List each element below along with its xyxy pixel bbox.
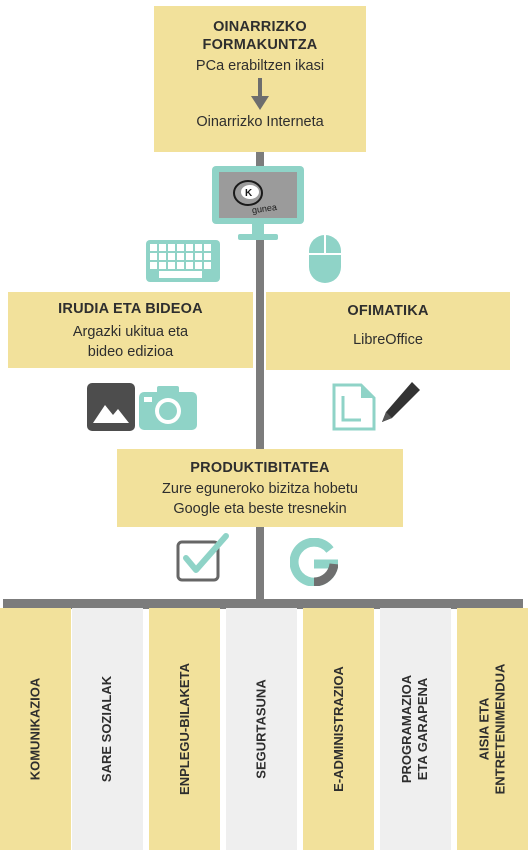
column-1-label: KOMUNIKAZIOA [27, 677, 43, 781]
camera-icon [139, 386, 197, 430]
top-box: OINARRIZKO FORMAKUNTZA PCa erabiltzen ik… [154, 6, 366, 152]
trunk-line [256, 150, 264, 600]
right-box: OFIMATIKA LibreOffice [266, 292, 510, 370]
column-3-label: ENPLEGU-BILAKETA [176, 663, 192, 795]
top-box-item-1: PCa erabiltzen ikasi [195, 58, 325, 74]
mouse-icon [309, 235, 341, 283]
checkbox-icon [176, 533, 229, 582]
libreoffice-icon [332, 383, 376, 431]
logo-text: gunea [251, 202, 277, 215]
column-7-label: AISIA ETA [476, 697, 492, 761]
top-box-item-2: Oinarrizko Interneta [196, 114, 324, 130]
svg-text:K: K [245, 188, 253, 199]
column-2: SARE SOZIALAK [72, 608, 143, 850]
keyboard-icon [146, 240, 220, 282]
column-5-label: E-ADMINISTRAZIOA [330, 666, 346, 792]
arrow-down-icon [251, 78, 269, 110]
column-4: SEGURTASUNA [226, 608, 297, 850]
center-box: PRODUKTIBITATEA Zure eguneroko bizitza h… [117, 449, 403, 527]
column-7-label-2: ENTRETENIMENDUA [492, 663, 508, 795]
google-icon [290, 538, 338, 586]
image-icon [87, 383, 135, 431]
left-box-line-2: bideo edizioa [87, 344, 174, 360]
right-box-title: OFIMATIKA [347, 303, 429, 319]
column-6-label-2: ETA GARAPENA [415, 677, 431, 781]
center-box-line-2: Google eta beste tresnekin [173, 501, 347, 517]
column-4-label: SEGURTASUNA [253, 679, 269, 779]
left-box-title: IRUDIA ETA BIDEOA [58, 301, 203, 317]
column-3: ENPLEGU-BILAKETA [149, 608, 220, 850]
center-box-line-1: Zure eguneroko bizitza hobetu [162, 481, 358, 497]
kz-gunea-monitor-icon: K gunea [212, 166, 304, 240]
left-box: IRUDIA ETA BIDEOA Argazki ukitua eta bid… [8, 292, 253, 368]
pen-icon [382, 382, 420, 422]
top-box-title-2: FORMAKUNTZA [202, 37, 318, 53]
bottom-bar [3, 599, 523, 609]
top-box-title-1: OINARRIZKO [213, 19, 307, 35]
column-1: KOMUNIKAZIOA [0, 608, 71, 850]
column-6-label: PROGRAMAZIOA [399, 674, 415, 784]
column-2-label: SARE SOZIALAK [99, 675, 115, 783]
right-box-line-1: LibreOffice [353, 332, 423, 348]
column-5: E-ADMINISTRAZIOA [303, 608, 374, 850]
center-box-title: PRODUKTIBITATEA [190, 460, 330, 476]
left-box-line-1: Argazki ukitua eta [72, 324, 189, 340]
